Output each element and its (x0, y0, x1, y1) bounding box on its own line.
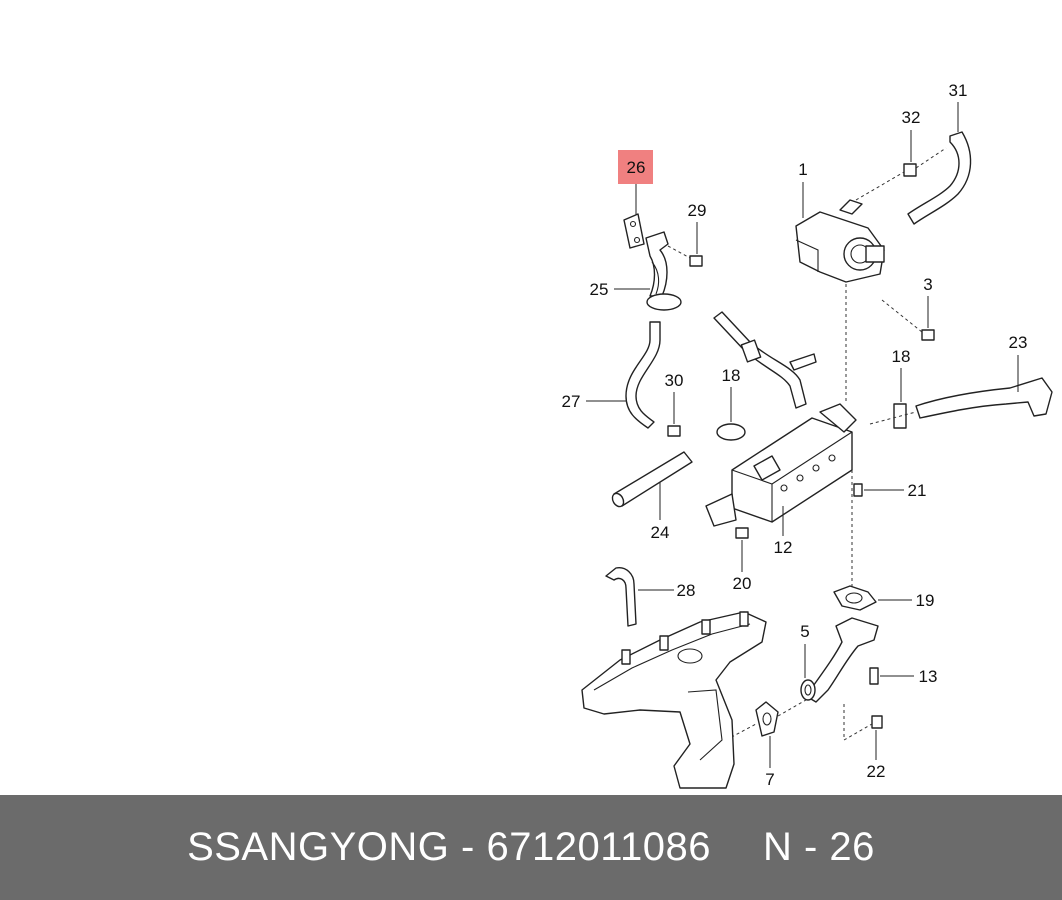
separator: - (461, 825, 475, 869)
label-30: 30 (665, 371, 684, 390)
part-26-gasket: 26 (618, 150, 653, 249)
label-1: 1 (798, 160, 807, 179)
label-31: 31 (949, 81, 968, 100)
parts-diagram: 26 25 29 27 30 18 (562, 81, 1053, 789)
label-5: 5 (800, 622, 809, 641)
part-28-hose: 28 (605, 567, 696, 627)
part-22-bolt: 22 (843, 704, 886, 781)
label-21: 21 (908, 481, 927, 500)
part-7-gasket: 7 (725, 699, 807, 789)
brand-name: SSANGYONG (187, 825, 450, 869)
label-18-right: 18 (892, 347, 911, 366)
footer-bar: SSANGYONG - 6712011086 N - 26 (0, 795, 1062, 900)
part-27-hose: 27 (562, 321, 661, 429)
label-13: 13 (919, 667, 938, 686)
label-32: 32 (902, 108, 921, 127)
diagram-reference: N - 26 (762, 825, 875, 869)
label-3: 3 (923, 275, 932, 294)
part-20-bolt: 20 (733, 527, 752, 593)
label-22: 22 (867, 762, 886, 781)
label-24: 24 (651, 523, 670, 542)
label-20: 20 (733, 574, 752, 593)
highlight-box (618, 150, 653, 184)
coolant-pipe (713, 311, 817, 409)
part-1-egr-valve: 1 (795, 160, 885, 283)
label-12: 12 (774, 538, 793, 557)
part-21-bolt: 21 (853, 481, 927, 500)
part-13-bolt: 13 (869, 667, 938, 686)
part-29-bolt: 29 (667, 201, 707, 267)
label-18-left: 18 (722, 366, 741, 385)
label-23: 23 (1009, 333, 1028, 352)
label-7: 7 (765, 770, 774, 789)
part-19-gasket: 19 (833, 585, 935, 611)
part-18-clamp-left: 18 (716, 366, 746, 441)
part-24-hose: 24 (611, 451, 693, 542)
part-31-hose: 31 (907, 81, 972, 225)
part-5-gasket: 5 (800, 617, 879, 703)
label-27: 27 (562, 392, 581, 411)
part-32-clip: 32 (855, 108, 947, 201)
label-19: 19 (916, 591, 935, 610)
part-3-bolt: 3 (881, 275, 935, 341)
part-12-egr-cooler: 12 (705, 403, 857, 557)
part-number: 6712011086 (486, 825, 711, 869)
exhaust-manifold (581, 611, 767, 789)
label-26: 26 (627, 158, 646, 177)
part-30-clip: 30 (665, 371, 684, 437)
label-25: 25 (590, 280, 609, 299)
part-23-hose: 23 (869, 333, 1053, 425)
label-28: 28 (677, 581, 696, 600)
part-25-pipe: 25 (590, 231, 682, 311)
label-29: 29 (688, 201, 707, 220)
